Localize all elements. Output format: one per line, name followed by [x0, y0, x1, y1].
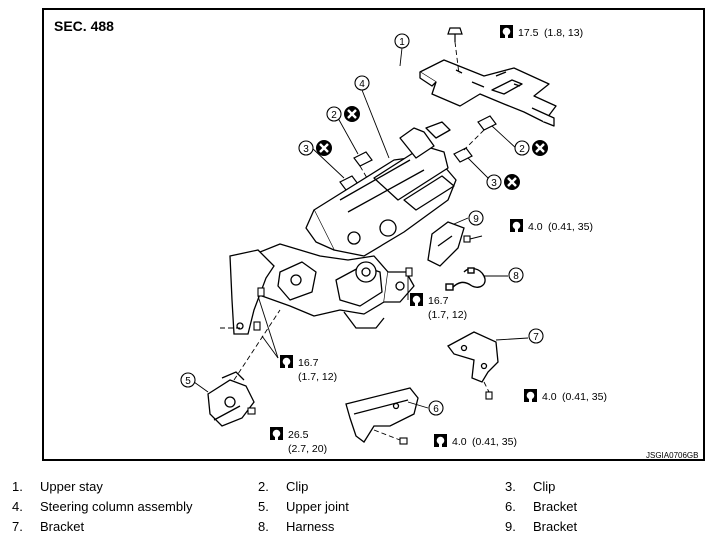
clip-parts: [339, 115, 497, 191]
bracket-7-bolt: [485, 391, 493, 400]
svg-text:17.5: 17.5: [518, 27, 539, 39]
svg-text:(1.8, 13): (1.8, 13): [544, 27, 583, 39]
svg-text:5: 5: [185, 376, 191, 387]
torque-wrench-icon: [434, 434, 447, 447]
svg-text:(1.7, 12): (1.7, 12): [428, 309, 467, 321]
svg-text:8: 8: [513, 271, 519, 282]
svg-text:1: 1: [399, 37, 405, 48]
torque-wrench-icon: [510, 219, 523, 232]
bolt-top: [447, 27, 463, 42]
column-housing-part: [239, 243, 415, 329]
svg-text:4: 4: [359, 79, 365, 90]
torque-spec-joint: 26.5 (2.7, 20): [270, 427, 327, 455]
legend-number: 1.: [12, 479, 23, 494]
legend-label: Clip: [533, 479, 556, 494]
leader-lines: [193, 47, 529, 409]
bracket-9-part: [427, 221, 465, 267]
joint-bolt: [247, 407, 256, 415]
callout-3-left: 3: [298, 138, 334, 158]
svg-text:2: 2: [331, 110, 337, 121]
callout-7: 7: [528, 328, 544, 344]
bracket-7-part: [447, 331, 499, 383]
callout-2-left: 2: [326, 104, 362, 124]
torque-spec-bracket9: 4.0 (0.41, 35): [510, 219, 593, 233]
torque-spec-center: 16.7 (1.7, 12): [410, 293, 467, 321]
svg-text:2: 2: [519, 144, 525, 155]
torque-wrench-icon: [280, 355, 293, 368]
callout-2-right: 2: [514, 138, 550, 158]
legend-label: Clip: [286, 479, 309, 494]
legend-number: 9.: [505, 519, 516, 534]
svg-text:(0.41, 35): (0.41, 35): [472, 436, 517, 448]
harness-part: [445, 267, 486, 291]
legend-label: Harness: [286, 519, 335, 534]
legend-number: 4.: [12, 499, 23, 514]
column-bolts: [253, 267, 413, 331]
legend-number: 7.: [12, 519, 23, 534]
legend-number: 8.: [258, 519, 269, 534]
do-not-reuse-icon: [530, 138, 550, 158]
legend-number: 2.: [258, 479, 269, 494]
legend-number: 6.: [505, 499, 516, 514]
do-not-reuse-icon: [314, 138, 334, 158]
torque-wrench-icon: [500, 25, 513, 38]
torque-spec-bracket7: 4.0 (0.41, 35): [524, 389, 607, 403]
svg-text:16.7: 16.7: [428, 295, 449, 307]
svg-text:(1.7, 12): (1.7, 12): [298, 371, 337, 383]
callout-4: 4: [354, 75, 370, 91]
legend-label: Bracket: [533, 519, 578, 534]
torque-wrench-icon: [524, 389, 537, 402]
svg-text:(2.7, 20): (2.7, 20): [288, 443, 327, 455]
upper-joint-part: [207, 371, 255, 427]
callout-1: 1: [394, 33, 410, 49]
torque-spec-top: 17.5 (1.8, 13): [500, 25, 583, 39]
callout-5: 5: [180, 372, 196, 388]
svg-text:4.0: 4.0: [452, 436, 467, 448]
torque-spec-bracket6: 4.0 (0.41, 35): [434, 434, 517, 448]
left-plate-part: [229, 249, 275, 335]
legend-label: Upper joint: [286, 499, 349, 514]
callout-3-right: 3: [486, 172, 522, 192]
svg-text:6: 6: [433, 404, 439, 415]
bracket-9-bolt: [463, 235, 483, 243]
legend-number: 3.: [505, 479, 516, 494]
legend-label: Upper stay: [40, 479, 103, 494]
steering-column-part: [305, 121, 457, 257]
svg-text:4.0: 4.0: [542, 391, 557, 403]
section-label: SEC. 488: [54, 18, 114, 34]
svg-text:7: 7: [533, 332, 539, 343]
callout-9: 9: [468, 210, 484, 226]
bracket-6-part: [345, 387, 419, 443]
do-not-reuse-icon: [502, 172, 522, 192]
legend-number: 5.: [258, 499, 269, 514]
diagram-frame: SEC. 488: [42, 8, 705, 461]
svg-text:(0.41, 35): (0.41, 35): [562, 391, 607, 403]
svg-text:3: 3: [491, 178, 497, 189]
svg-text:16.7: 16.7: [298, 357, 319, 369]
svg-text:4.0: 4.0: [528, 221, 543, 233]
exploded-view-diagram: SEC. 488: [54, 18, 698, 460]
svg-text:3: 3: [303, 144, 309, 155]
callout-6: 6: [428, 400, 444, 416]
svg-text:26.5: 26.5: [288, 429, 309, 441]
legend-label: Bracket: [40, 519, 85, 534]
torque-spec-left: 16.7 (1.7, 12): [280, 355, 337, 383]
svg-text:9: 9: [473, 214, 479, 225]
upper-stay-part: [419, 59, 557, 127]
callout-8: 8: [508, 267, 524, 283]
legend-label: Steering column assembly: [40, 499, 193, 514]
svg-text:(0.41, 35): (0.41, 35): [548, 221, 593, 233]
bracket-6-bolt: [399, 437, 408, 445]
drawing-code: JSGIA0706GB: [646, 451, 698, 460]
legend-label: Bracket: [533, 499, 578, 514]
do-not-reuse-icon: [342, 104, 362, 124]
torque-wrench-icon: [410, 293, 423, 306]
torque-wrench-icon: [270, 427, 283, 440]
